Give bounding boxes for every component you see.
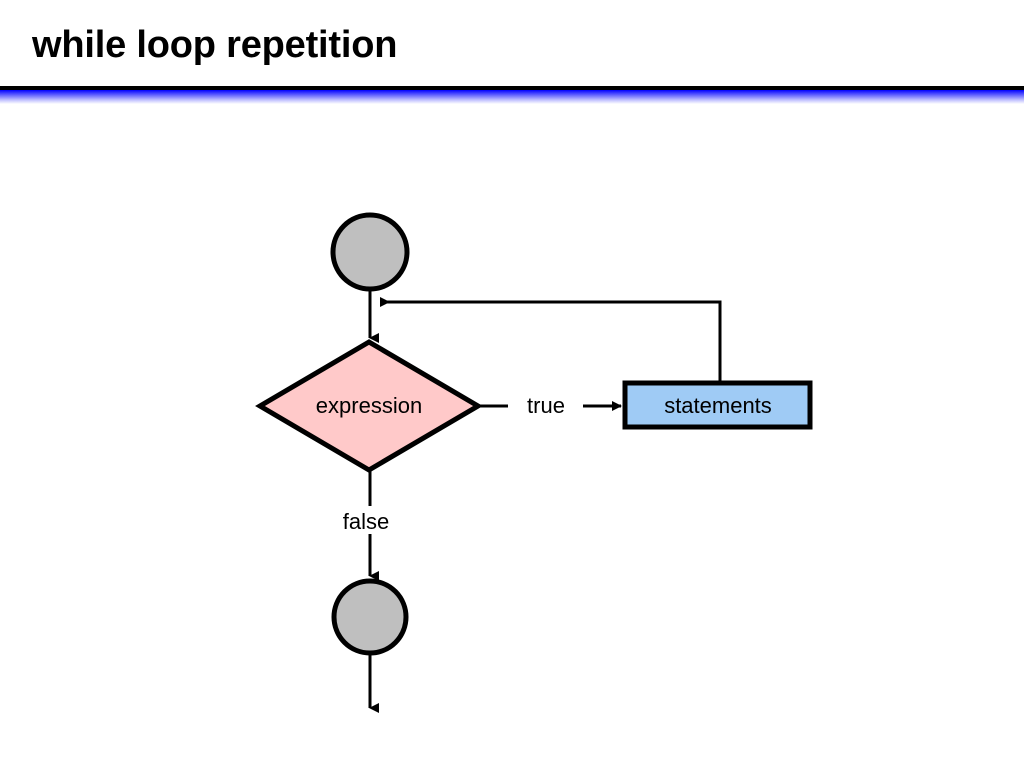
slide-header: while loop repetition xyxy=(0,0,1024,104)
title-divider-rule xyxy=(0,86,1024,90)
title-divider-glow xyxy=(0,90,1024,104)
end-node xyxy=(331,578,409,656)
edge-label-false: false xyxy=(342,509,390,534)
edge-label-true: true xyxy=(527,393,565,418)
edge-loop-back xyxy=(380,297,722,383)
statements-node xyxy=(622,380,813,430)
statements-node-label: statements xyxy=(664,393,772,418)
start-node xyxy=(330,212,410,292)
condition-node-label: expression xyxy=(315,393,423,418)
page-title: while loop repetition xyxy=(32,24,398,66)
